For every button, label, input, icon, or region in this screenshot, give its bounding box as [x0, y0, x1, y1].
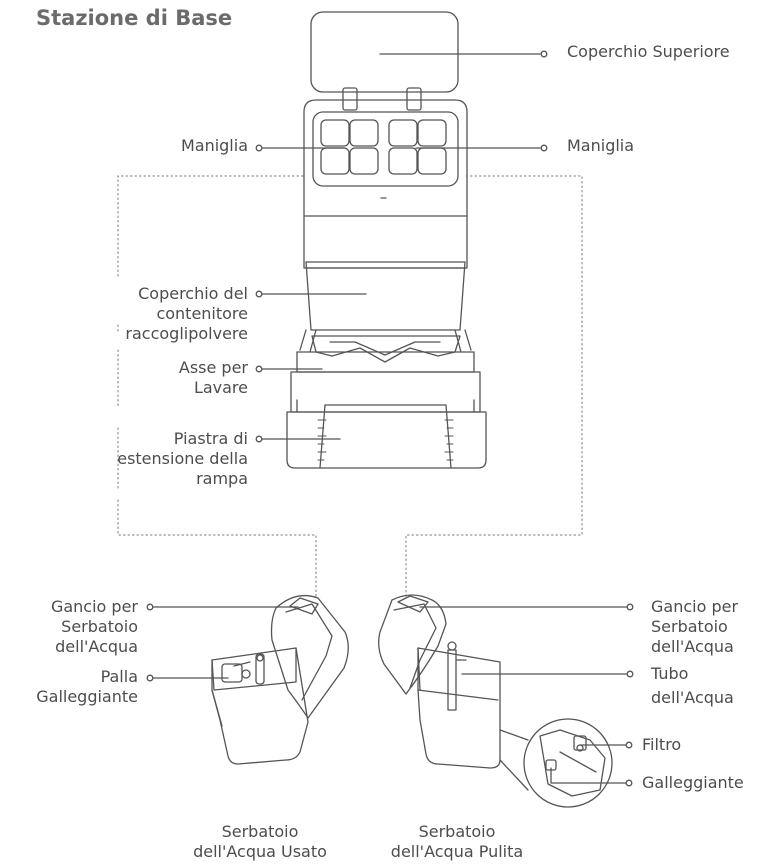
base-station-drawing [286, 11, 487, 469]
ramp-plate-shape [286, 411, 487, 469]
label-dirty-tank: Serbatoio dell'Acqua Usato [193, 822, 327, 861]
label-dust-bin-cover: Coperchio del contenitore raccoglipolver… [125, 284, 248, 343]
label-wash-board: Asse per Lavare [178, 358, 248, 397]
label-clean-tank: Serbatoio dell'Acqua Pulita [390, 822, 524, 861]
leader-lines [146, 50, 634, 787]
label-top-cover: Coperchio Superiore [567, 42, 730, 61]
dust-bin-cover-shape [305, 261, 466, 331]
diagram-title: Stazione di Base [36, 6, 233, 30]
label-handle-left: Maniglia [180, 136, 248, 155]
detail-magnifier [499, 718, 613, 808]
label-ramp-plate: Piastra di estensione della rampa [117, 429, 248, 488]
dotted-bracket [117, 175, 583, 599]
label-hook-left: Gancio per Serbatoio dell'Acqua [50, 597, 138, 656]
label-water-tube: Tubo dell'Acqua [651, 664, 734, 707]
handle-drawing [320, 119, 447, 175]
wash-board-shape [311, 335, 461, 363]
label-handle-right: Maniglia [567, 136, 635, 155]
top-lid-shape [310, 11, 459, 93]
label-float: Galleggiante [642, 773, 744, 792]
label-float-ball: Palla Galleggiante [36, 667, 138, 706]
label-hook-right: Gancio per Serbatoio dell'Acqua [651, 597, 739, 656]
clean-tank-drawing [378, 594, 501, 769]
dirty-tank-drawing [211, 594, 349, 765]
label-filter: Filtro [642, 735, 682, 754]
